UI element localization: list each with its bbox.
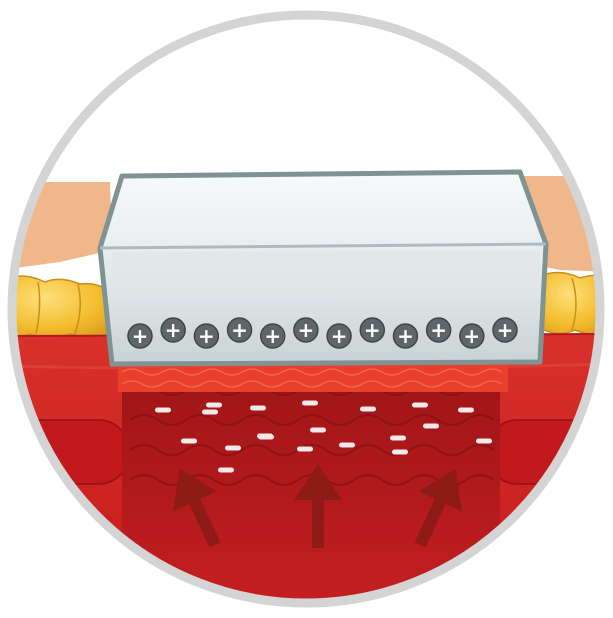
svg-text:+: + (463, 324, 480, 348)
negative-charge (181, 438, 197, 444)
negative-charge (310, 427, 326, 433)
svg-text:+: + (198, 324, 215, 348)
svg-text:+: + (364, 318, 381, 342)
positive-charge: + (326, 323, 352, 349)
positive-charge: + (492, 317, 518, 343)
negative-charge (392, 449, 408, 455)
negative-charge (390, 435, 406, 441)
upward-arrow (414, 468, 463, 548)
svg-text:+: + (397, 324, 414, 348)
upward-arrow (294, 464, 342, 548)
negative-charge (302, 400, 318, 406)
negative-charges (155, 400, 492, 473)
negative-charge (360, 406, 376, 412)
negative-charge (202, 409, 218, 415)
svg-text:+: + (132, 324, 149, 348)
positive-charge: + (160, 317, 186, 343)
negative-charge (155, 407, 171, 413)
positive-charge: + (459, 323, 485, 349)
negative-charge (458, 407, 474, 413)
circular-frame (7, 10, 605, 608)
svg-text:+: + (331, 324, 348, 348)
svg-text:+: + (165, 318, 182, 342)
upward-arrows (172, 464, 463, 548)
upward-arrow (172, 468, 221, 548)
positive-charge: + (259, 323, 286, 349)
applicator-head: + + + + + + + + + + + + (97, 169, 549, 367)
positive-charge: + (359, 317, 386, 343)
positive-charge: + (293, 317, 319, 343)
positive-charge: + (226, 317, 253, 343)
negative-charge (423, 423, 439, 429)
positive-charge: + (425, 317, 452, 343)
negative-charge (339, 442, 355, 448)
negative-charge (206, 402, 222, 408)
svg-text:+: + (264, 324, 281, 348)
negative-charge (257, 433, 273, 439)
negative-charge (250, 405, 266, 411)
svg-text:+: + (497, 318, 514, 342)
negative-charge (476, 438, 492, 444)
negative-charge (412, 402, 428, 408)
negative-charge (218, 467, 234, 473)
positive-charge: + (127, 323, 153, 349)
svg-text:+: + (231, 318, 248, 342)
positive-charges: + + + + + + + + + + + + (127, 317, 518, 349)
negative-charge (225, 445, 241, 451)
positive-charge: + (392, 323, 419, 349)
negative-charge (297, 446, 313, 452)
positive-charge: + (193, 323, 220, 349)
svg-text:+: + (430, 318, 447, 342)
svg-text:+: + (298, 318, 315, 342)
